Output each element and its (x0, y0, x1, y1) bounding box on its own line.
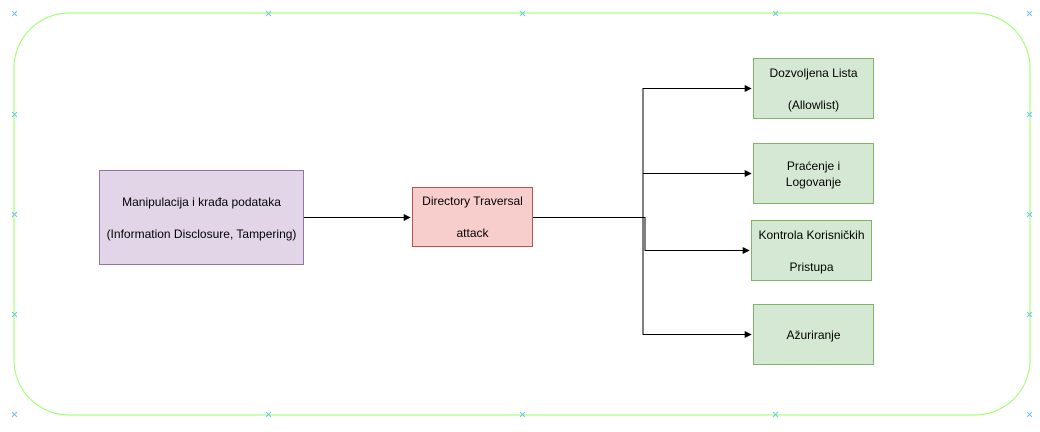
node-monitoring-logging[interactable]: Praćenje i Logovanje (753, 143, 874, 204)
handle-left-1[interactable] (11, 111, 18, 118)
node-directory-traversal[interactable]: Directory Traversal attack (412, 187, 533, 247)
edge-attack-to-allowlist[interactable] (533, 85, 752, 218)
node-information-disclosure[interactable]: Manipulacija i krađa podataka (Informati… (99, 170, 304, 265)
handle-top-left[interactable] (11, 10, 18, 17)
node-information-disclosure-line1: Manipulacija i krađa podataka (122, 194, 281, 209)
node-updating-line1: Ažuriranje (786, 327, 841, 342)
handle-right-2[interactable] (1026, 211, 1033, 218)
handle-bottom-2[interactable] (519, 411, 526, 418)
handle-left-2[interactable] (11, 211, 18, 218)
handle-top-1[interactable] (265, 10, 272, 17)
node-updating-label: Ažuriranje (786, 311, 840, 359)
handle-top-2[interactable] (519, 10, 526, 17)
node-allowlist-line1: Dozvoljena Lista (769, 65, 858, 80)
node-directory-traversal-line2: attack (456, 226, 489, 240)
edge-attack-to-access-control[interactable] (533, 217, 750, 254)
selection-handles (11, 10, 1033, 418)
handle-bottom-right[interactable] (1026, 411, 1033, 418)
node-allowlist-label: Dozvoljena Lista (Allowlist) (769, 49, 857, 129)
node-directory-traversal-line1: Directory Traversal (422, 194, 523, 208)
handle-bottom-left[interactable] (11, 411, 18, 418)
edge-attack-to-updating[interactable] (533, 217, 752, 338)
node-updating[interactable]: Ažuriranje (753, 304, 874, 365)
node-information-disclosure-label: Manipulacija i krađa podataka (Informati… (107, 178, 297, 258)
node-user-access-control-line1: Kontrola Korisničkih (758, 227, 865, 242)
node-user-access-control-line2: Pristupa (789, 259, 834, 274)
node-information-disclosure-line2: (Information Disclosure, Tampering) (106, 226, 297, 241)
handle-top-3[interactable] (772, 10, 779, 17)
node-allowlist-line2: (Allowlist) (787, 97, 840, 112)
node-directory-traversal-label: Directory Traversal attack (422, 177, 523, 257)
node-monitoring-logging-line1: Praćenje i Logovanje (785, 158, 842, 189)
edge-attack-to-logging[interactable] (533, 170, 752, 218)
node-allowlist[interactable]: Dozvoljena Lista (Allowlist) (753, 58, 874, 119)
handle-bottom-3[interactable] (772, 411, 779, 418)
handle-right-1[interactable] (1026, 111, 1033, 118)
node-user-access-control-label: Kontrola Korisničkih Pristupa (758, 211, 864, 291)
handle-bottom-1[interactable] (265, 411, 272, 418)
handle-right-3[interactable] (1026, 311, 1033, 318)
connectors (304, 85, 752, 338)
node-user-access-control[interactable]: Kontrola Korisničkih Pristupa (751, 220, 872, 281)
handle-top-right[interactable] (1026, 10, 1033, 17)
handle-left-3[interactable] (11, 311, 18, 318)
node-monitoring-logging-label: Praćenje i Logovanje (758, 142, 869, 206)
